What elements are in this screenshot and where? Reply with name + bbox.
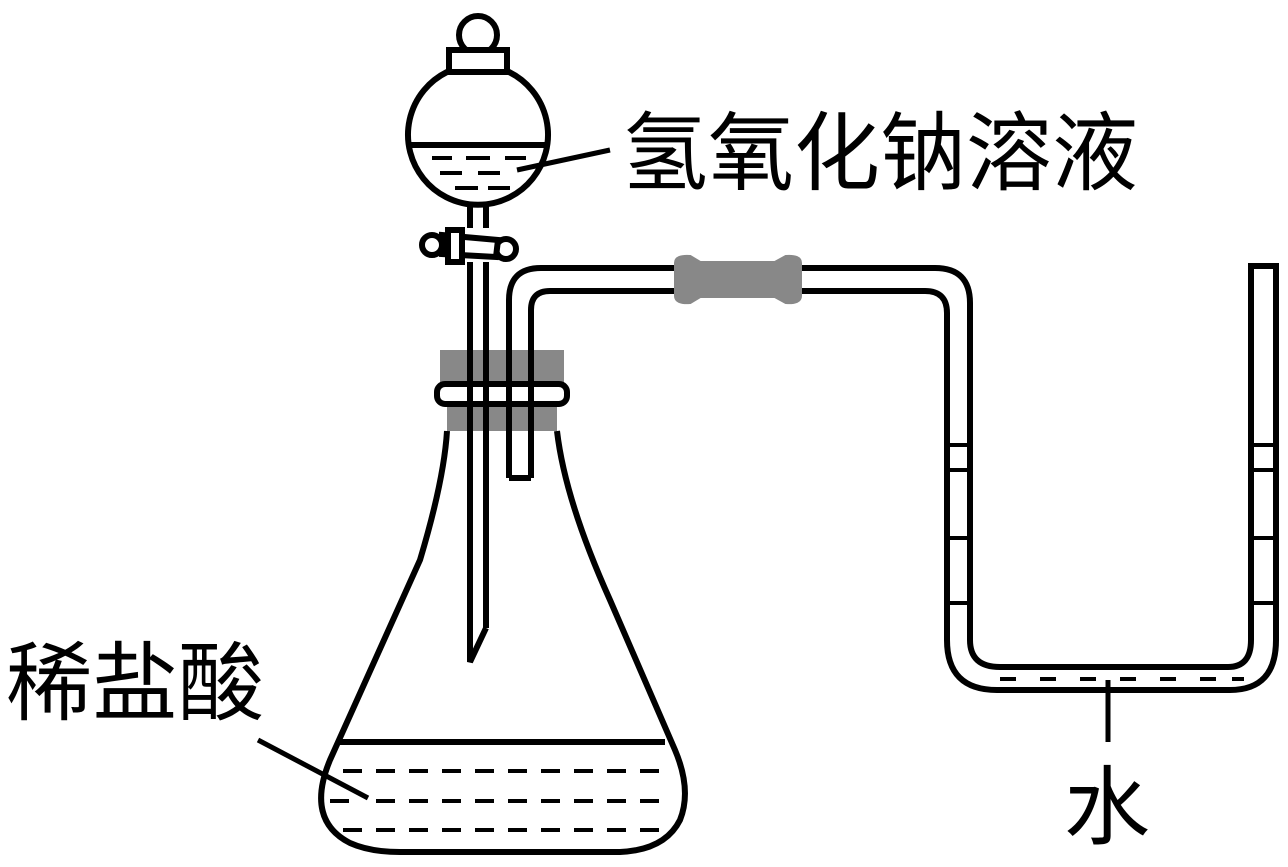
hcl-leader-line <box>256 737 370 801</box>
right-arm-scale <box>1251 443 1276 605</box>
water-label: 水 <box>1064 758 1150 858</box>
flask-stopper <box>434 350 570 431</box>
funnel-stopper-block <box>446 47 510 75</box>
erlenmeyer-flask <box>318 430 688 855</box>
dilute-hcl-label: 稀盐酸 <box>6 634 264 734</box>
left-arm-scale <box>947 443 970 605</box>
funnel-bulb <box>405 69 551 208</box>
flask-liquid-dashes <box>330 769 659 832</box>
flask-body <box>318 430 688 855</box>
stopcock <box>419 227 519 265</box>
naoh-solution-label: 氢氧化钠溶液 <box>622 104 1138 204</box>
separatory-funnel <box>405 13 551 664</box>
rubber-connector <box>674 254 802 305</box>
naoh-leader-line <box>516 147 611 173</box>
u-tube <box>944 263 1279 742</box>
funnel-liquid-dashes <box>432 156 526 190</box>
delivery-tube <box>506 265 973 640</box>
